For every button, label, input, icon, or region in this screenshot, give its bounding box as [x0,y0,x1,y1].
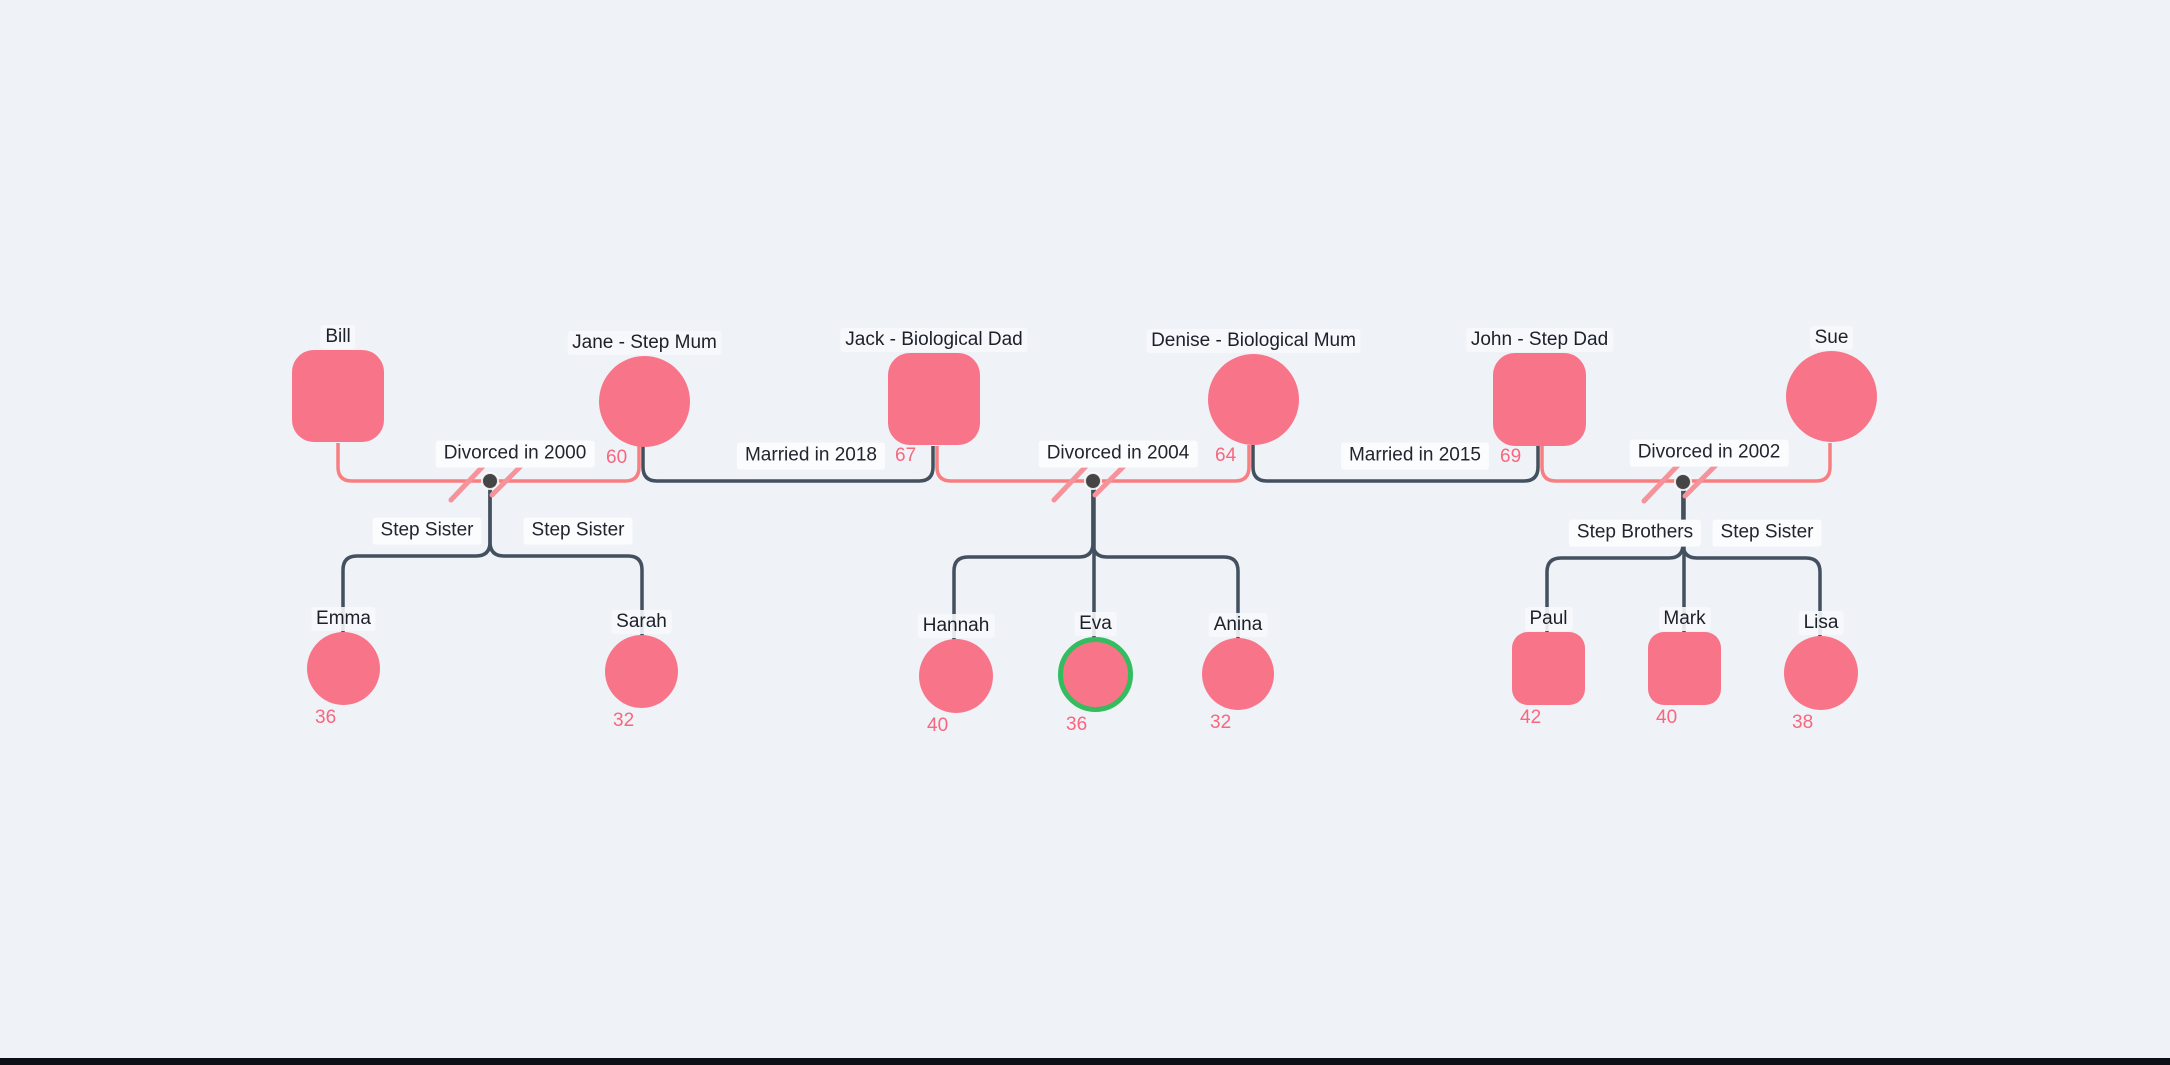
edge-child-lisa [1681,482,1822,637]
person-node-paul[interactable] [1512,632,1585,705]
divorce-slash-icon [1051,459,1093,503]
edge-married-denise-john [1251,445,1540,483]
person-age-paul: 42 [1520,707,1542,728]
union-dot [1084,472,1102,490]
person-age-mark: 40 [1656,707,1678,728]
person-age-eva: 36 [1066,714,1088,735]
union-dot [481,472,499,490]
person-node-mark[interactable] [1648,632,1721,705]
person-name-mark: Mark [1658,607,1711,631]
person-name-bill: Bill [320,325,356,349]
edge-label-step-sister-sarah: Step Sister [523,517,633,545]
person-name-denise: Denise - Biological Mum [1146,329,1361,353]
person-name-emma: Emma [311,607,376,631]
edge-divorced-jack-denise-label: Divorced in 2004 [1038,440,1198,468]
person-name-hannah: Hannah [917,614,995,638]
person-name-john: John - Step Dad [1465,328,1614,352]
person-age-lisa: 38 [1792,712,1814,733]
person-node-eva[interactable] [1058,637,1133,712]
edge-married-jane-jack [641,446,935,483]
edge-divorced-bill-jane-label: Divorced in 2000 [435,440,595,468]
divorce-slash-icon [448,459,490,503]
bottom-bar [0,1058,2170,1065]
edge-child-anina [1091,481,1240,639]
person-node-jane[interactable] [599,356,690,447]
person-age-emma: 36 [315,707,337,728]
union-dot [1674,473,1692,491]
person-name-sarah: Sarah [611,610,672,634]
person-node-anina[interactable] [1202,638,1274,710]
person-name-paul: Paul [1524,607,1573,631]
person-age-hannah: 40 [927,715,949,736]
edge-divorced-john-sue-label: Divorced in 2002 [1629,439,1789,467]
person-node-john[interactable] [1493,353,1586,446]
person-name-eva: Eva [1074,612,1117,636]
person-node-jack[interactable] [888,353,980,445]
person-name-anina: Anina [1208,613,1268,637]
person-name-sue: Sue [1809,326,1854,350]
edge-child-sarah [488,481,644,636]
person-node-denise[interactable] [1208,354,1299,445]
person-name-jack: Jack - Biological Dad [840,328,1028,352]
person-age-jack: 67 [895,445,917,466]
divorce-slash-icon [1641,460,1683,504]
person-age-anina: 32 [1210,712,1232,733]
person-node-sue[interactable] [1786,351,1877,442]
edge-label-step-brothers-paul-mark: Step Brothers [1568,519,1702,547]
edge-label-step-sister-lisa: Step Sister [1712,519,1822,547]
person-name-lisa: Lisa [1798,611,1844,635]
person-name-jane: Jane - Step Mum [567,331,722,355]
person-age-john: 69 [1500,446,1522,467]
person-node-bill[interactable] [292,350,384,442]
person-node-emma[interactable] [307,632,380,705]
edge-married-denise-john-label: Married in 2015 [1340,442,1490,470]
person-age-denise: 64 [1215,445,1237,466]
person-age-sarah: 32 [613,710,635,731]
edge-label-step-sister-emma: Step Sister [372,517,482,545]
person-node-sarah[interactable] [605,635,678,708]
person-node-lisa[interactable] [1784,636,1858,710]
edge-married-jane-jack-label: Married in 2018 [736,442,886,470]
person-node-hannah[interactable] [919,639,993,713]
person-age-jane: 60 [606,447,628,468]
